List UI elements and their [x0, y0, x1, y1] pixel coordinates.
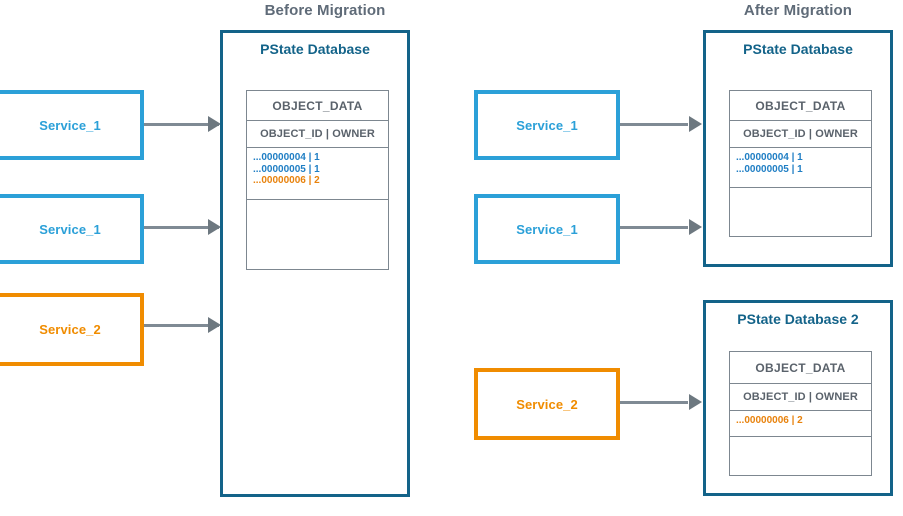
- after-service-1-label: Service_1: [516, 117, 578, 133]
- after-db1-table-row: ...00000004 | 1: [736, 152, 803, 163]
- after-db1-table-row: ...00000005 | 1: [736, 163, 803, 175]
- before-object-data-table: OBJECT_DATA OBJECT_ID | OWNER ...0000000…: [246, 90, 389, 270]
- before-table-row: ...00000006 | 2: [253, 175, 320, 186]
- after-database-1-box[interactable]: PState Database OBJECT_DATA OBJECT_ID | …: [703, 30, 893, 267]
- after-db2-table-row: ...00000006 | 2: [736, 415, 803, 426]
- before-service-1-label: Service_1: [39, 117, 101, 133]
- before-table-row: ...00000005 | 1: [253, 163, 320, 175]
- before-arrow-2-shaft: [144, 226, 219, 229]
- after-service-3-label: Service_2: [516, 396, 578, 412]
- after-service-1-box[interactable]: Service_1: [474, 90, 620, 160]
- after-db1-table-title-cell: OBJECT_DATA: [730, 91, 871, 121]
- before-service-3-box[interactable]: Service_2: [0, 293, 144, 366]
- after-arrow-1-shaft: [620, 123, 688, 126]
- after-db1-table-header-cell: OBJECT_ID | OWNER: [730, 121, 871, 148]
- after-database-2-box[interactable]: PState Database 2 OBJECT_DATA OBJECT_ID …: [703, 300, 893, 496]
- before-service-1-box[interactable]: Service_1: [0, 90, 144, 160]
- before-table-header-cell: OBJECT_ID | OWNER: [247, 121, 388, 148]
- before-database-box[interactable]: PState Database OBJECT_DATA OBJECT_ID | …: [220, 30, 410, 497]
- after-db1-table-rows-cell: ...00000004 | 1 ...00000005 | 1: [730, 148, 871, 188]
- before-service-2-box[interactable]: Service_1: [0, 194, 144, 264]
- after-service-3-box[interactable]: Service_2: [474, 368, 620, 440]
- after-arrow-2-shaft: [620, 226, 688, 229]
- section-title-after: After Migration: [743, 2, 853, 19]
- after-db2-table-header-cell: OBJECT_ID | OWNER: [730, 384, 871, 411]
- before-arrow-3-head: [208, 317, 221, 333]
- after-db2-table-rows-cell: ...00000006 | 2: [730, 411, 871, 437]
- before-table-empty-cell: [247, 200, 388, 269]
- after-service-2-label: Service_1: [516, 221, 578, 237]
- after-arrow-1-head: [689, 116, 702, 132]
- after-arrow-3-head: [689, 394, 702, 410]
- before-table-rows-cell: ...00000004 | 1 ...00000005 | 1 ...00000…: [247, 148, 388, 200]
- after-database-2-title: PState Database 2: [737, 311, 859, 327]
- before-service-2-label: Service_1: [39, 221, 101, 237]
- before-table-title-cell: OBJECT_DATA: [247, 91, 388, 121]
- after-database-1-title: PState Database: [743, 41, 853, 57]
- before-arrow-3-shaft: [144, 324, 219, 327]
- after-service-2-box[interactable]: Service_1: [474, 194, 620, 264]
- after-database-1-table: OBJECT_DATA OBJECT_ID | OWNER ...0000000…: [729, 90, 872, 237]
- before-arrow-1-shaft: [144, 123, 219, 126]
- section-title-before: Before Migration: [264, 2, 386, 19]
- before-database-title: PState Database: [260, 41, 370, 57]
- after-arrow-2-head: [689, 219, 702, 235]
- after-db1-table-empty-cell: [730, 188, 871, 236]
- after-db2-table-title-cell: OBJECT_DATA: [730, 352, 871, 384]
- after-arrow-3-shaft: [620, 401, 688, 404]
- before-service-3-label: Service_2: [39, 322, 101, 337]
- after-db2-table-empty-cell: [730, 437, 871, 477]
- after-database-2-table: OBJECT_DATA OBJECT_ID | OWNER ...0000000…: [729, 351, 872, 476]
- before-table-row: ...00000004 | 1: [253, 152, 320, 163]
- before-arrow-2-head: [208, 219, 221, 235]
- before-arrow-1-head: [208, 116, 221, 132]
